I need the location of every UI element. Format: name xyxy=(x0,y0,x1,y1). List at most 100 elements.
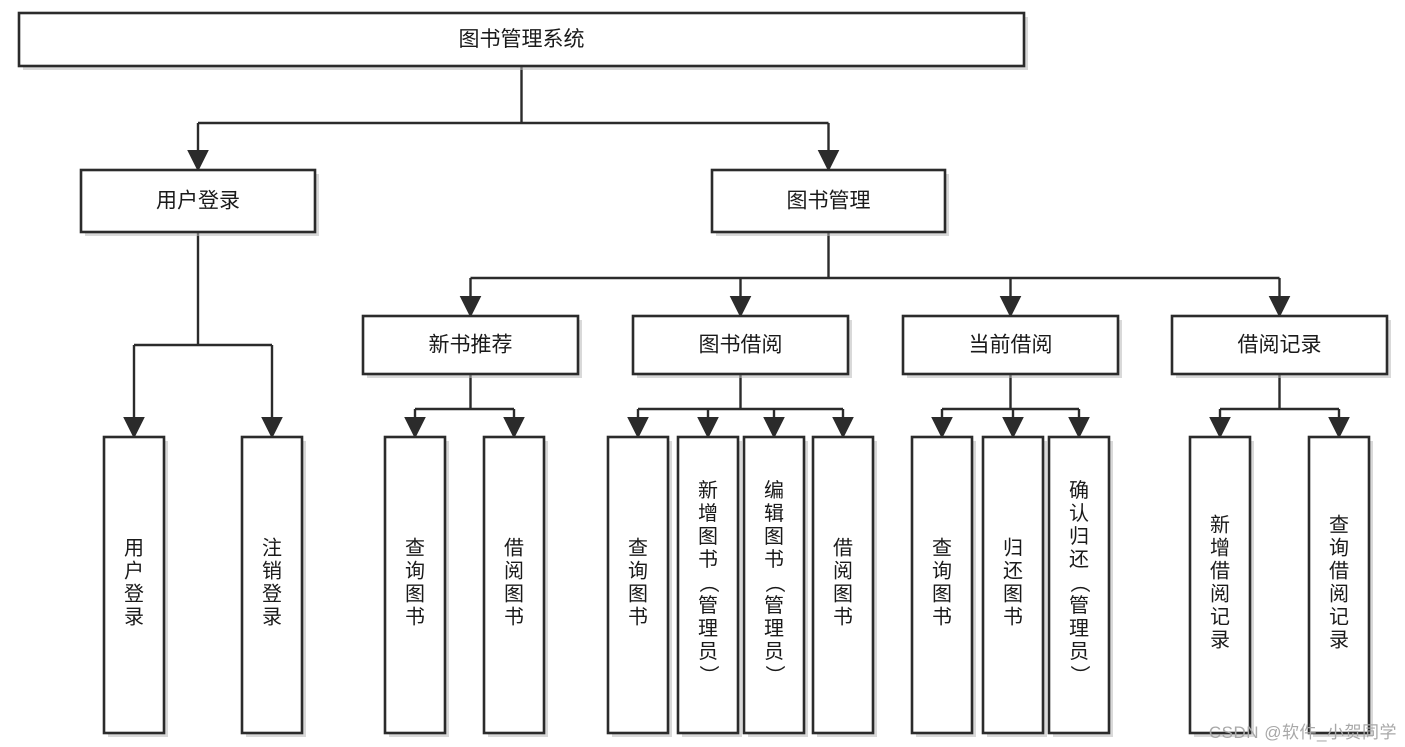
connector-user-login xyxy=(123,232,283,439)
node-label-char: 书 xyxy=(833,606,853,629)
node-label-char: 员 xyxy=(764,641,784,663)
node-label-char: 员 xyxy=(1069,641,1089,663)
node-user-login[interactable]: 用户登录 xyxy=(79,168,319,236)
node-book-manage[interactable]: 图书管理 xyxy=(710,168,949,236)
node-label-char: 员 xyxy=(698,641,718,663)
node-label-char: 认 xyxy=(1069,502,1089,525)
node-label-char: ） xyxy=(1068,665,1091,685)
node-label-char: 书 xyxy=(764,548,784,571)
node-label-char: 查 xyxy=(1329,514,1349,537)
node-label-char: 增 xyxy=(1210,537,1230,560)
node-label-char: 图 xyxy=(932,584,952,606)
node-label-char: 查 xyxy=(932,537,952,560)
node-label-char: 询 xyxy=(405,560,425,583)
node-label-char: ） xyxy=(763,665,786,685)
node-label: 用户登录 xyxy=(156,190,240,213)
node-label-char: 归 xyxy=(1069,525,1089,548)
node-book-borrow[interactable]: 图书借阅 xyxy=(631,314,852,378)
node-label-char: （ xyxy=(763,573,786,593)
node-label-char: 记 xyxy=(1329,606,1349,629)
node-label-char: 阅 xyxy=(1210,583,1230,606)
node-label-char: 阅 xyxy=(504,560,524,583)
node-label-char: 确 xyxy=(1069,479,1089,502)
node-label-char: 图 xyxy=(764,526,784,548)
node-label: 借阅记录 xyxy=(1238,334,1322,357)
node-label-char: 理 xyxy=(698,618,718,640)
node-label-char: 借 xyxy=(1329,560,1349,583)
connector-root xyxy=(187,66,840,172)
node-root[interactable]: 图书管理系统 xyxy=(17,11,1028,70)
node-label: 新书推荐 xyxy=(429,334,513,357)
node-label-char: 查 xyxy=(405,537,425,560)
node-new-book-recommend[interactable]: 新书推荐 xyxy=(361,314,582,378)
node-label-char: 阅 xyxy=(1329,583,1349,606)
node-label-char: 书 xyxy=(405,606,425,629)
node-label: 图书管理 xyxy=(787,190,871,213)
node-label: 当前借阅 xyxy=(969,334,1053,357)
node-label-char: 借 xyxy=(833,537,853,560)
node-label-char: 新 xyxy=(698,479,718,502)
node-label-char: 销 xyxy=(262,560,282,583)
node-label-char: 编 xyxy=(764,479,784,502)
connector-new-book-recommend xyxy=(404,374,525,439)
node-label-char: 归 xyxy=(1003,537,1023,560)
connector-borrow-record xyxy=(1209,374,1350,439)
node-label-char: 书 xyxy=(932,606,952,629)
node-label-char: 登 xyxy=(124,583,144,606)
node-label-char: 书 xyxy=(698,548,718,571)
node-label-char: 用 xyxy=(124,538,144,560)
node-label-char: 书 xyxy=(504,606,524,629)
node-label-char: 图 xyxy=(504,584,524,606)
node-label-char: 查 xyxy=(628,537,648,560)
node-label-char: 增 xyxy=(698,502,718,525)
node-label-char: 录 xyxy=(124,607,144,629)
node-label-char: 阅 xyxy=(833,560,853,583)
node-label-char: 户 xyxy=(124,560,144,583)
node-label-char: 图 xyxy=(405,584,425,606)
node-layer: 图书管理系统用户登录图书管理新书推荐图书借阅当前借阅借阅记录用户登录注销登录查询… xyxy=(17,11,1391,737)
node-label-char: 注 xyxy=(262,537,282,560)
node-label-char: 图 xyxy=(628,584,648,606)
csdn-watermark: CSDN @软件_小贺同学 xyxy=(1208,723,1397,742)
node-borrow-record[interactable]: 借阅记录 xyxy=(1170,314,1391,378)
node-label-char: 录 xyxy=(1210,630,1230,652)
node-label-char: 还 xyxy=(1069,548,1089,571)
node-label-char: 书 xyxy=(628,606,648,629)
connector-book-borrow xyxy=(627,374,854,439)
node-label-char: 管 xyxy=(1069,594,1089,617)
node-label-char: 录 xyxy=(262,607,282,629)
node-leaf-user-login[interactable]: 用户登录 xyxy=(102,435,168,737)
node-label-char: 录 xyxy=(1329,630,1349,652)
node-label-char: 书 xyxy=(1003,606,1023,629)
node-label-char: 图 xyxy=(698,526,718,548)
connector-current-borrow xyxy=(931,374,1090,439)
node-label-char: 借 xyxy=(1210,560,1230,583)
node-label-char: ） xyxy=(697,665,720,685)
node-label-char: 管 xyxy=(764,594,784,617)
node-label-char: 还 xyxy=(1003,560,1023,583)
node-label-char: （ xyxy=(1068,573,1091,593)
connector-layer xyxy=(123,66,1350,439)
node-label-char: （ xyxy=(697,573,720,593)
node-label-char: 询 xyxy=(1329,537,1349,560)
node-label-char: 理 xyxy=(764,618,784,640)
node-label-char: 借 xyxy=(504,537,524,560)
node-label-char: 询 xyxy=(628,560,648,583)
node-label-char: 登 xyxy=(262,583,282,606)
node-current-borrow[interactable]: 当前借阅 xyxy=(901,314,1122,378)
node-label: 图书借阅 xyxy=(699,334,783,357)
